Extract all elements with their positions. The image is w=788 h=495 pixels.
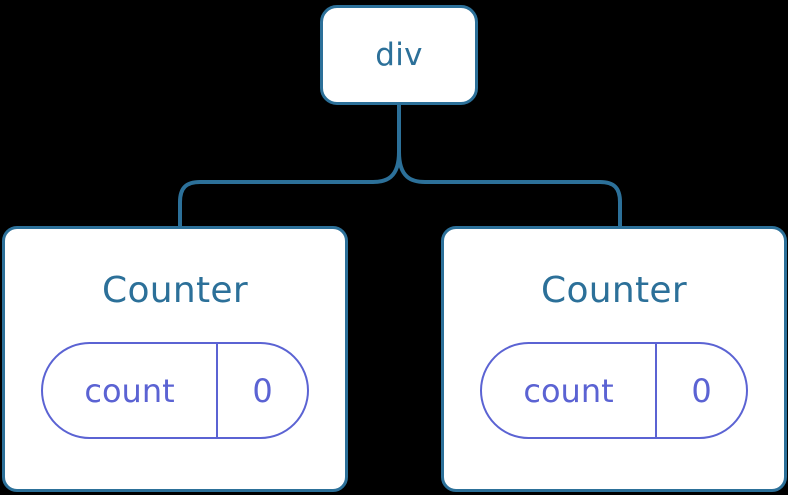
state-pill-left-divider (216, 344, 218, 437)
node-counter-right-label: Counter (541, 270, 687, 311)
node-counter-right[interactable]: Counter count 0 (441, 226, 787, 492)
state-pill-left-key: count (84, 371, 175, 410)
state-pill-left[interactable]: count 0 (41, 342, 309, 439)
node-counter-left-label: Counter (102, 270, 248, 311)
state-pill-right-divider (655, 344, 657, 437)
state-pill-left-value: 0 (252, 371, 273, 410)
node-counter-left[interactable]: Counter count 0 (2, 226, 348, 492)
state-pill-right[interactable]: count 0 (480, 342, 748, 439)
connector-branch-left (178, 151, 401, 228)
node-div-label: div (375, 36, 423, 73)
state-pill-right-key: count (523, 371, 614, 410)
connector-branch-right (397, 151, 622, 228)
state-pill-right-value: 0 (691, 371, 712, 410)
node-div[interactable]: div (320, 5, 478, 105)
